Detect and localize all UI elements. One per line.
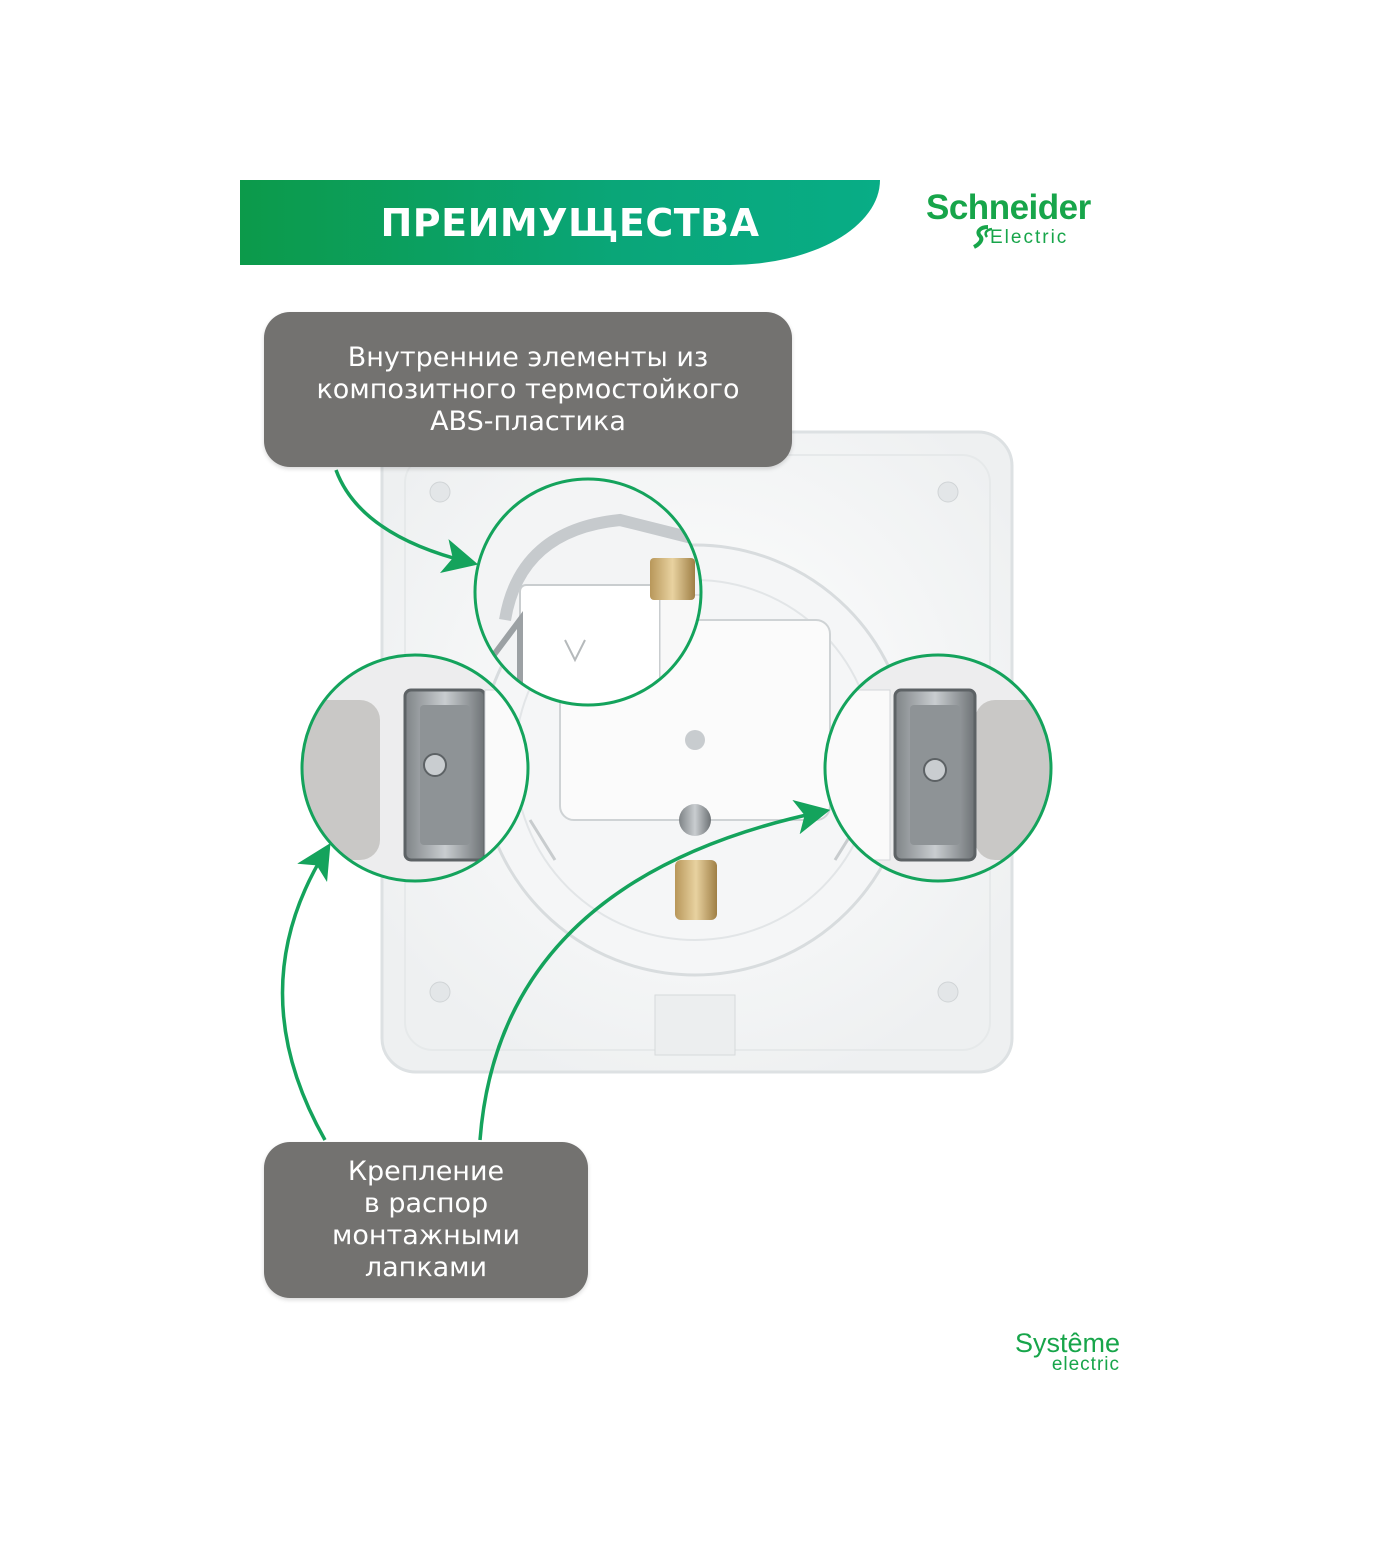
callout-line: в распор bbox=[363, 1188, 489, 1219]
callout-line: ABS-пластика bbox=[430, 405, 626, 437]
schneider-logo: Schneider Electric bbox=[926, 188, 1126, 258]
footer-brand-name: Systême bbox=[1014, 1328, 1120, 1358]
callout-line: монтажными bbox=[331, 1220, 521, 1251]
page-title: ПРЕИМУЩЕСТВА bbox=[380, 200, 760, 245]
logo-brand-name: Schneider bbox=[926, 188, 1091, 227]
zoom-circle-left-claw bbox=[300, 653, 530, 883]
arrow-to-left-claw bbox=[280, 843, 331, 1141]
callout-line: лапками bbox=[364, 1252, 488, 1283]
systeme-electric-logo: Systême electric bbox=[990, 1328, 1130, 1378]
footer-brand-sub: electric bbox=[1051, 1354, 1120, 1375]
header-banner: ПРЕИМУЩЕСТВА bbox=[240, 180, 880, 265]
callout-line: Внутренние элементы из bbox=[347, 341, 709, 373]
schneider-logo-mark-icon bbox=[973, 225, 993, 249]
arrow-to-right-claw bbox=[478, 799, 831, 1141]
callout-line: композитного термостойкого bbox=[316, 373, 740, 405]
zoom-circle-right-claw bbox=[823, 653, 1053, 883]
callout-mounting-claws: Крепление в распор монтажными лапками bbox=[264, 1142, 588, 1298]
callout-line: Крепление bbox=[347, 1156, 505, 1187]
arrow-to-internal bbox=[334, 469, 479, 574]
callout-internal-elements: Внутренние элементы из композитного терм… bbox=[264, 312, 792, 467]
logo-brand-sub: Electric bbox=[990, 227, 1069, 248]
zoom-circle-internal bbox=[473, 477, 703, 707]
